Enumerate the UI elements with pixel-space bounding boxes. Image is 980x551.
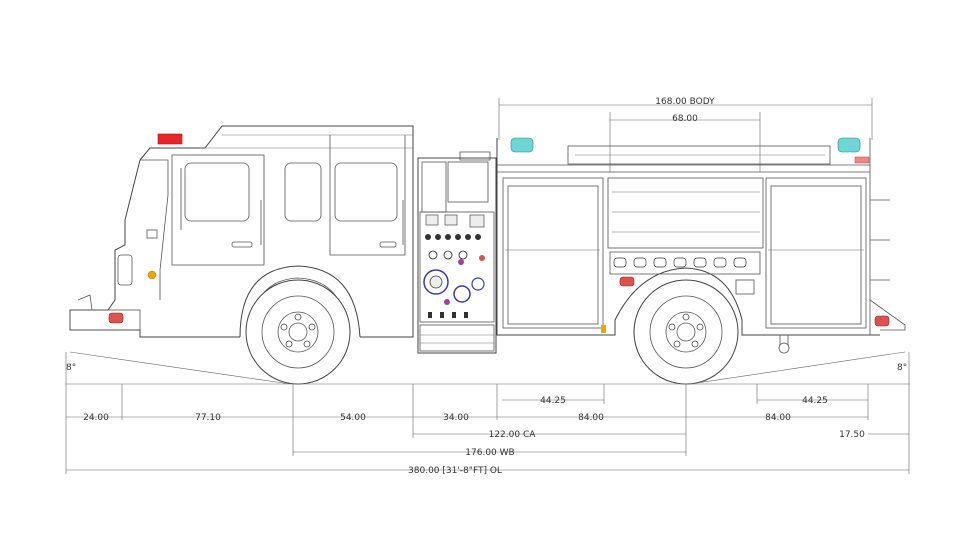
rear-wheel bbox=[633, 279, 739, 385]
ground-lines bbox=[65, 351, 910, 385]
dim-overall-length: 380.00 [31'-8"FT] OL bbox=[408, 466, 502, 476]
dim-body-length: 168.00 BODY bbox=[655, 97, 715, 107]
rear-tail-light bbox=[874, 315, 890, 327]
dim-cab-length: 77.10 bbox=[195, 413, 221, 423]
dim-axle-to-cab: 54.00 bbox=[340, 413, 366, 423]
dim-compartment: 68.00 bbox=[672, 114, 698, 124]
pump-panel bbox=[417, 151, 497, 354]
dim-body-rear: 84.00 bbox=[765, 413, 791, 423]
angle-right-label: 8° bbox=[897, 363, 907, 373]
body-light-rear bbox=[837, 137, 861, 153]
roof-beacon bbox=[157, 133, 183, 145]
front-marker-amber bbox=[147, 270, 157, 280]
dim-right-44: 44.25 bbox=[802, 396, 828, 406]
body-light-front bbox=[510, 137, 534, 153]
front-tail-light bbox=[108, 312, 124, 324]
bottom-dimension-lines bbox=[65, 384, 910, 474]
dim-cab-to-axle: 122.00 CA bbox=[489, 430, 537, 440]
top-dimension-lines bbox=[498, 98, 873, 172]
rear-beacon bbox=[854, 156, 870, 164]
dim-wheelbase: 176.00 WB bbox=[465, 448, 514, 458]
mid-marker-red bbox=[619, 276, 635, 287]
angle-left-label: 8° bbox=[66, 363, 76, 373]
dim-left-44: 44.25 bbox=[540, 396, 566, 406]
cab bbox=[69, 125, 414, 338]
dim-body-front: 84.00 bbox=[578, 413, 604, 423]
dim-front-overhang: 24.00 bbox=[83, 413, 109, 423]
front-wheel bbox=[245, 279, 351, 385]
dim-pump-panel: 34.00 bbox=[443, 413, 469, 423]
apparatus-body bbox=[496, 138, 906, 354]
dim-rear-overhang: 17.50 bbox=[839, 430, 865, 440]
